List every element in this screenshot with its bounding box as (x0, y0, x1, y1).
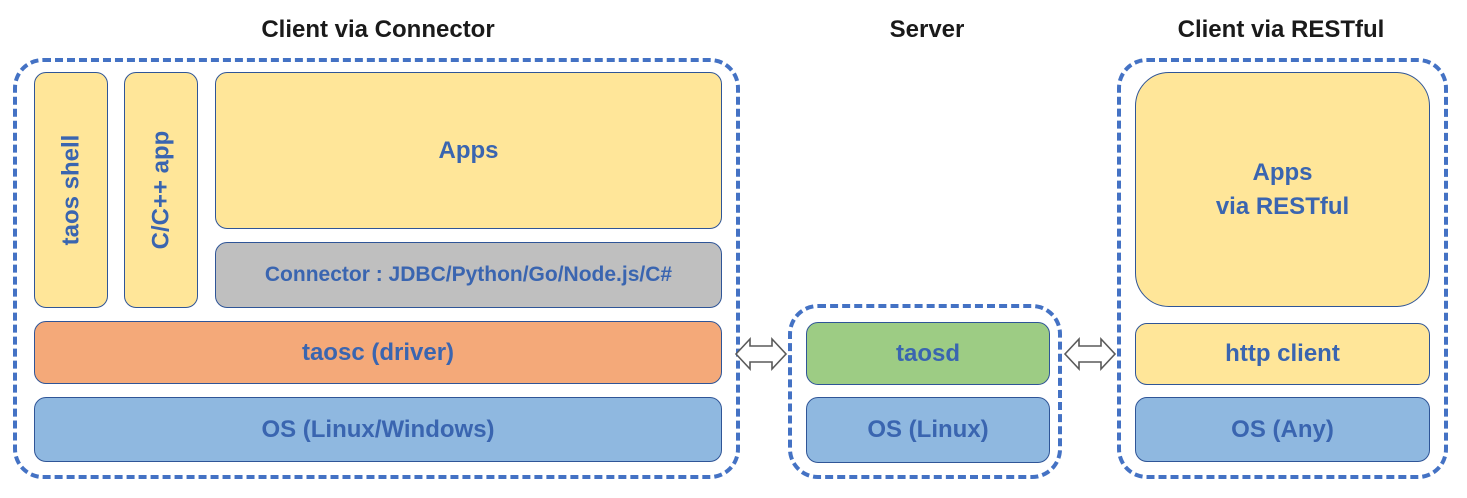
box-taosc-driver: taosc (driver) (34, 321, 722, 384)
box-taosd: taosd (806, 322, 1050, 385)
title-client-via-connector: Client via Connector (261, 16, 495, 43)
box-http-client: http client (1135, 323, 1430, 385)
box-taos-shell: taos shell (34, 72, 108, 308)
cpp-app-label: C/C++ app (147, 130, 175, 250)
apps-via-restful-label: Apps via RESTful (1215, 158, 1350, 220)
box-apps-via-restful: Apps via RESTful (1135, 72, 1430, 307)
group-client-via-restful (1117, 58, 1448, 479)
apps-label: Apps (438, 136, 499, 164)
taosd-label: taosd (895, 339, 960, 367)
double-arrow-icon (734, 336, 788, 372)
group-server (788, 304, 1062, 479)
title-client-via-restful: Client via RESTful (1177, 16, 1385, 43)
box-cpp-app: C/C++ app (124, 72, 198, 308)
title-server: Server (889, 16, 965, 43)
taos-shell-label: taos shell (57, 134, 84, 246)
taosc-driver-label: taosc (driver) (301, 338, 455, 366)
group-client-via-connector (13, 58, 740, 479)
double-arrow-icon (1063, 336, 1117, 372)
box-apps: Apps (215, 72, 722, 229)
connector-label: Connector : JDBC/Python/Go/Node.js/C# (264, 263, 673, 286)
box-os-any: OS (Any) (1135, 397, 1430, 462)
box-os-linux-windows: OS (Linux/Windows) (34, 397, 722, 462)
box-connector: Connector : JDBC/Python/Go/Node.js/C# (215, 242, 722, 308)
os-linux-label: OS (Linux) (867, 416, 989, 443)
os-linux-windows-label: OS (Linux/Windows) (261, 415, 495, 443)
box-os-linux: OS (Linux) (806, 397, 1050, 463)
http-client-label: http client (1225, 340, 1340, 367)
os-any-label: OS (Any) (1231, 415, 1334, 443)
